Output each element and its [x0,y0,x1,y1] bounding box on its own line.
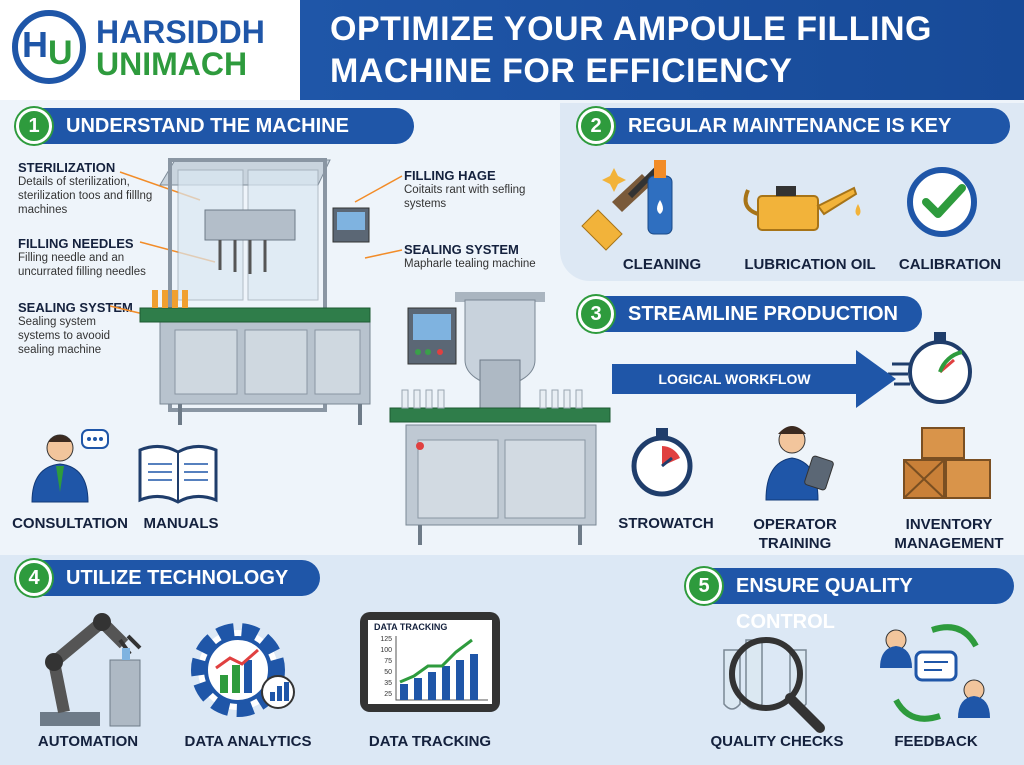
tablet-bar [414,678,422,700]
lubrication-oil-label: LUBRICATION OIL [744,256,876,273]
tablet-bar [456,660,464,700]
workflow-arrow-head [856,350,896,408]
callout-desc: Sealing system systems to avooid sealing… [18,316,111,356]
section-3-number: 3 [578,296,614,332]
callout-desc: Coitaits rant with sefling systems [404,184,526,210]
data-analytics-label: DATA ANALYTICS [184,733,312,750]
inventory-management-label: INVENTORY MANAGEMENT [894,516,1004,552]
stopwatch-icon [631,428,693,497]
section-2-number: 2 [578,108,614,144]
section-5-title: ENSURE QUALITY CONTROL [736,575,913,633]
callout-sterilization: STERILIZATION Details of sterilization, … [18,160,168,217]
tablet-tick: 25 [384,691,392,698]
tablet-bar [400,684,408,700]
callout-desc: Mapharle tealing machine [404,258,536,270]
data-analytics-gear-icon [191,623,295,717]
workflow-arrow [612,364,857,394]
tablet-tick: 35 [384,680,392,687]
ampoule-filling-machine-2 [389,292,611,545]
tablet-tick: 75 [384,658,392,665]
callout-filling-needles: FILLING NEEDLES Filling needle and an un… [18,236,168,279]
operator-training-icon [765,426,834,501]
operator-training-label: OPERATOR TRAINING [753,516,837,552]
tablet-trend-line [399,638,473,684]
section-2-header: REGULAR MAINTENANCE IS KEY [584,108,1010,144]
callout-title: SEALING SYSTEM [18,300,133,315]
calibration-label: CALIBRATION [898,256,1002,273]
tablet-bar [442,666,450,700]
section-4-header: UTILIZE TECHNOLOGY [22,560,320,596]
cleaning-label: CLEANING [622,256,702,273]
inventory-boxes-icon [903,427,991,499]
tablet-title: DATA TRACKING [374,622,448,632]
callout-desc: Filling needle and an uncurrated filling… [18,252,146,278]
callout-title: FILLING HAGE [404,168,496,183]
automation-robot-arm-icon [40,613,142,727]
tablet-tick: 50 [384,669,392,676]
callout-title: FILLING NEEDLES [18,236,134,251]
feedback-label: FEEDBACK [894,733,978,750]
quality-checks-icon [723,637,825,733]
logo-letter-u: U [48,34,73,72]
stopwatch-label: STROWATCH [618,515,714,532]
callout-sealing-system-right: SEALING SYSTEM Mapharle tealing machine [404,242,554,271]
section-1-number: 1 [16,108,52,144]
ampoule-filling-machine-1 [139,158,371,425]
section-3-header: STREAMLINE PRODUCTION [584,296,922,332]
workflow-label: LOGICAL WORKFLOW [658,371,811,387]
manuals-icon [138,445,218,504]
callout-title: SEALING SYSTEM [404,242,519,257]
section-5-number: 5 [686,568,722,604]
section-1-header: UNDERSTAND THE MACHINE [22,108,414,144]
tablet-tick: 125 [380,636,392,643]
section-3-title: STREAMLINE PRODUCTION [628,303,898,325]
data-tracking-label: DATA TRACKING [368,733,492,750]
calibration-check-icon [907,167,977,237]
page-title: OPTIMIZE YOUR AMPOULE FILLING MACHINE FO… [330,10,932,90]
tablet-bar [470,654,478,700]
title-banner [300,0,1024,100]
callout-filling-hage: FILLING HAGE Coitaits rant with sefling … [404,168,544,211]
section-4-number: 4 [16,560,52,596]
section-2-title: REGULAR MAINTENANCE IS KEY [628,115,952,137]
tablet-tick: 100 [380,647,392,654]
tablet-y-axis: 125 100 75 50 35 25 [372,634,392,700]
section-1-title: UNDERSTAND THE MACHINE [66,115,349,137]
feedback-icon [880,624,990,722]
automation-label: AUTOMATION [37,733,139,750]
callout-sealing-system-left: SEALING SYSTEM Sealing system systems to… [18,300,138,357]
logo-mark [12,10,86,84]
logo-letter-h: H [22,24,48,65]
brand-name-line2: UNIMACH [96,46,248,82]
callout-desc: Details of sterilization, sterilization … [18,176,153,216]
consultation-label: CONSULTATION [12,515,128,532]
cleaning-icon [581,160,673,251]
tablet-bar [428,672,436,700]
manuals-label: MANUALS [143,515,219,532]
quality-checks-label: QUALITY CHECKS [710,733,844,750]
callout-title: STERILIZATION [18,160,116,175]
section-5-header: ENSURE QUALITY CONTROL [692,568,1014,633]
brand-name-line1: HARSIDDH [96,14,265,50]
consultation-icon [31,429,109,503]
lubrication-oil-icon [743,186,861,231]
section-4-title: UTILIZE TECHNOLOGY [66,567,289,589]
stopwatch-speed-icon [888,332,972,404]
